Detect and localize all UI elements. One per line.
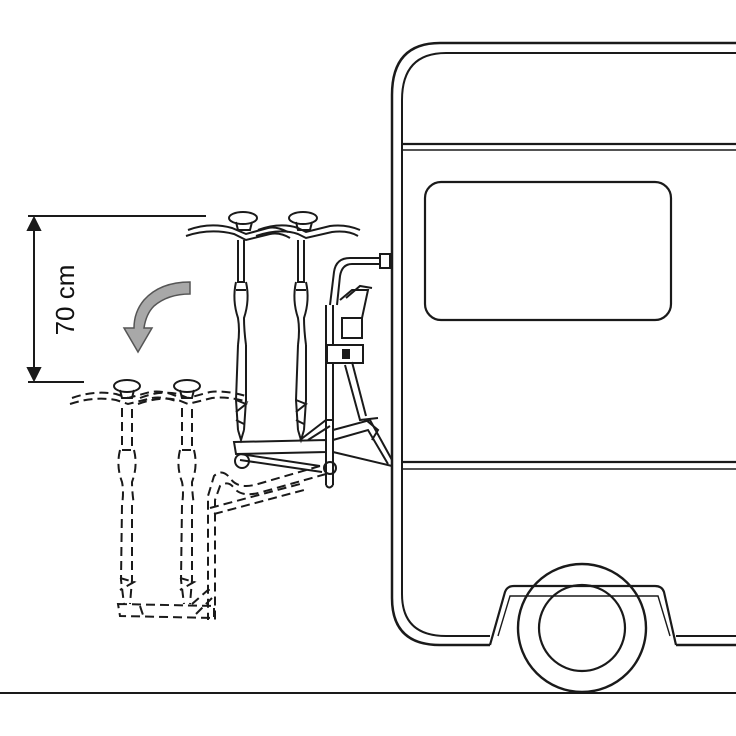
caravan-wheel (516, 562, 648, 694)
rack-upright (232, 419, 337, 475)
bicycle-icon (255, 211, 361, 444)
caravan-icon (390, 41, 736, 694)
curved-down-arrow-icon (122, 281, 191, 354)
dimension-label: 70 cm (50, 265, 80, 336)
bicycle-icon (137, 390, 249, 605)
rack-mount (325, 253, 393, 489)
bicycle-icon (185, 211, 291, 444)
rack-tilted (116, 465, 327, 620)
tilted-bike-1-saddle (113, 379, 141, 399)
bicycle-icon (69, 390, 179, 605)
dimension-marker (26, 215, 206, 383)
caravan-window (423, 180, 673, 322)
tilted-bike-2-saddle (173, 379, 201, 399)
